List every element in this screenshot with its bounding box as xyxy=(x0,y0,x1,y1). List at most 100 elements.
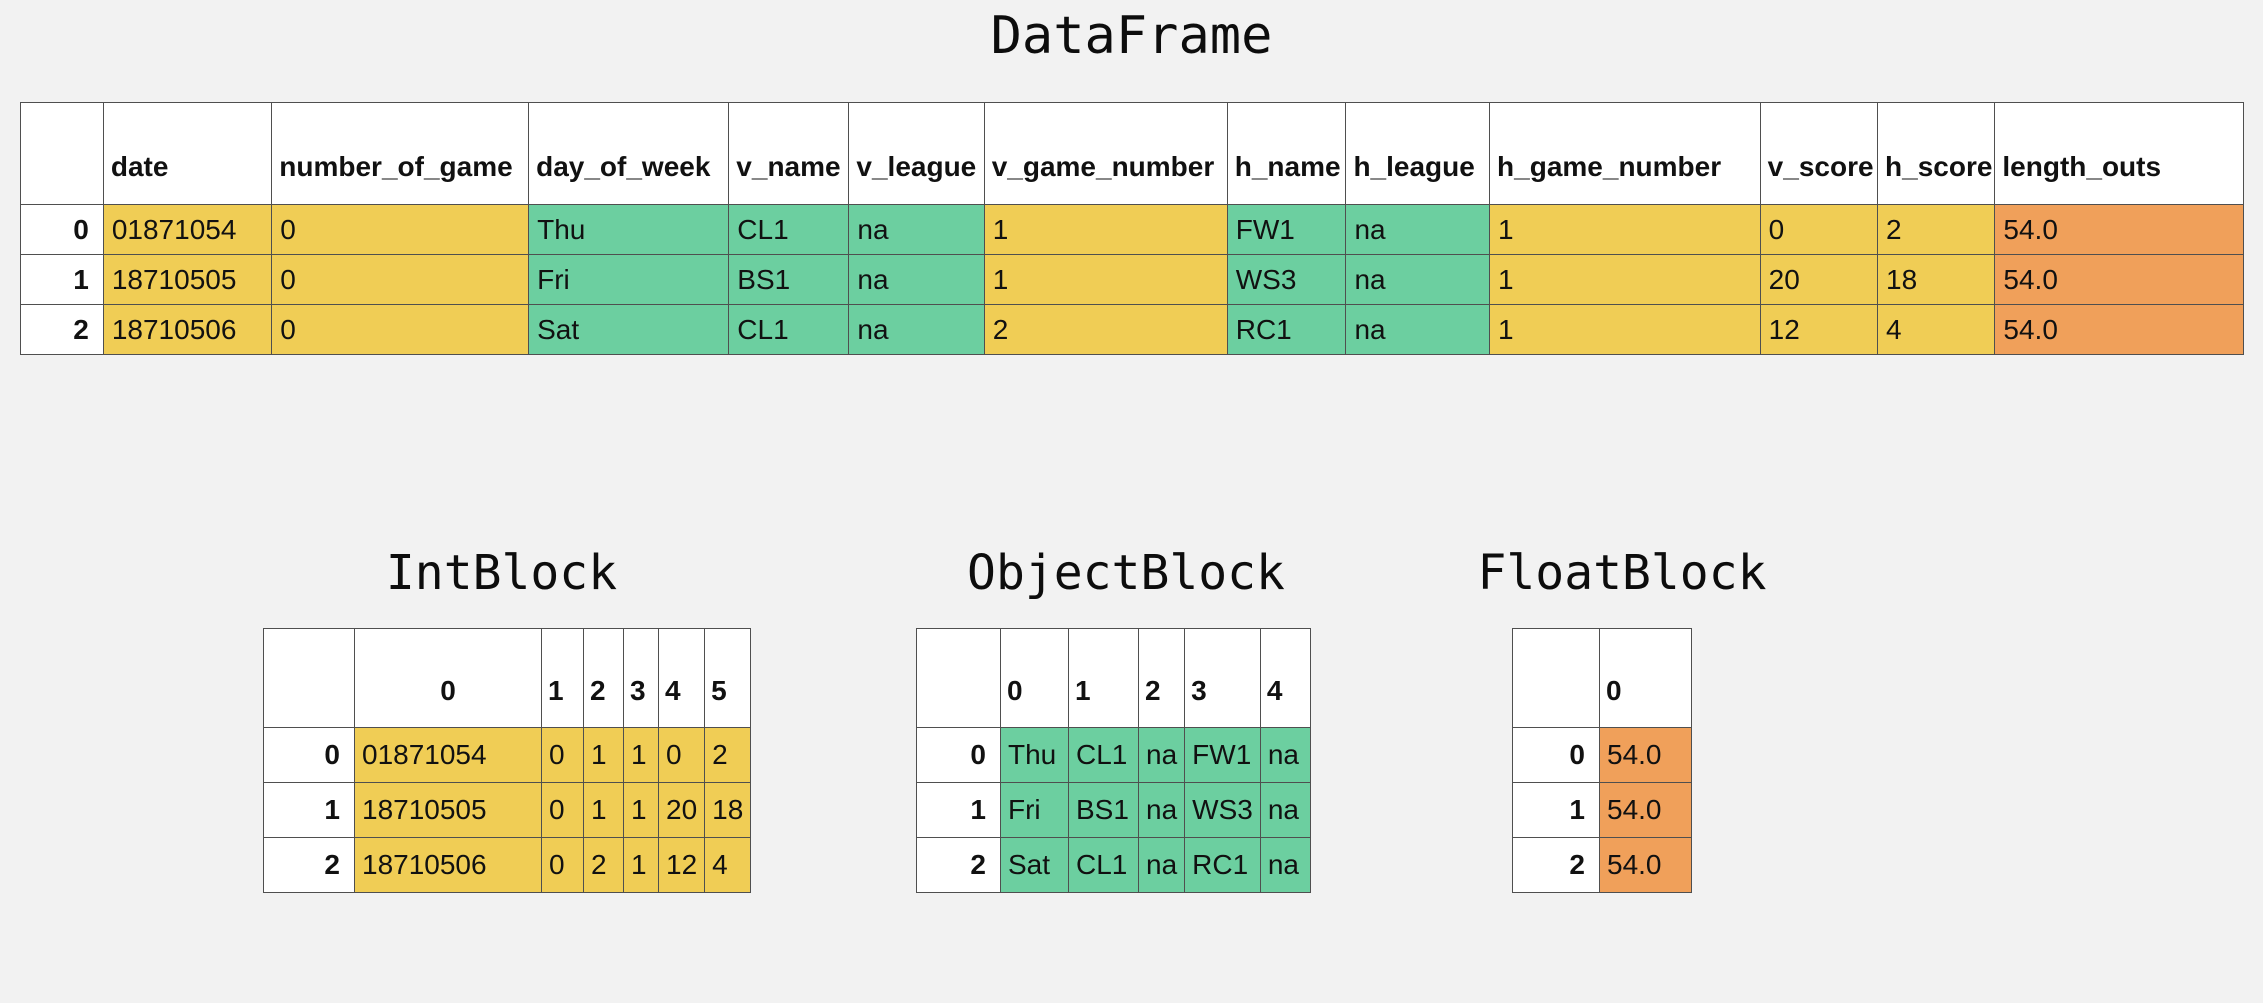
dataframe-column-header-v-game-number: v_game_number xyxy=(983,102,1228,205)
int-block-cell-r1-c3: 1 xyxy=(623,782,659,838)
float-block-cell-r1-c0: 54.0 xyxy=(1599,782,1692,838)
float-block-header-row: 0 xyxy=(1512,628,1692,728)
table-row: 2 Sat CL1 na RC1 na xyxy=(916,837,1311,893)
dataframe-cell-r0-h-league: na xyxy=(1345,204,1491,255)
int-block-table: 0 1 2 3 4 5 0 01871054 0 1 1 0 2 1 18710… xyxy=(263,628,752,893)
dataframe-row-index: 1 xyxy=(20,254,104,305)
dataframe-cell-r2-v-game-number: 2 xyxy=(983,304,1228,355)
object-block-column-header-3: 3 xyxy=(1184,628,1261,728)
float-block-column-header-0: 0 xyxy=(1599,628,1692,728)
int-block-cell-r1-c1: 0 xyxy=(541,782,584,838)
int-block-column-header-5: 5 xyxy=(704,628,752,728)
float-block-row-index: 1 xyxy=(1512,782,1600,838)
int-block-cell-r2-c4: 12 xyxy=(657,837,706,893)
float-block-title: FloatBlock xyxy=(1477,545,1767,601)
int-block-column-header-3: 3 xyxy=(623,628,659,728)
int-block-row-index: 2 xyxy=(263,837,355,893)
dataframe-cell-r2-v-score: 12 xyxy=(1759,304,1879,355)
int-block-title: IntBlock xyxy=(385,545,618,601)
int-block-cell-r0-c0: 01871054 xyxy=(354,727,542,783)
dataframe-cell-r2-length-outs: 54.0 xyxy=(1994,304,2244,355)
table-row: 1 Fri BS1 na WS3 na xyxy=(916,782,1311,838)
dataframe-column-header-h-name: h_name xyxy=(1226,102,1347,205)
dataframe-row-index: 0 xyxy=(20,204,104,255)
float-block-row-index: 2 xyxy=(1512,837,1600,893)
table-row: 1 18710505 0 Fri BS1 na 1 WS3 na 1 20 18… xyxy=(20,254,2244,305)
int-block-cell-r2-c2: 2 xyxy=(583,837,624,893)
object-block-cell-r0-c0: Thu xyxy=(1000,727,1069,783)
object-block-cell-r1-c2: na xyxy=(1137,782,1186,838)
dataframe-cell-r1-h-game-number: 1 xyxy=(1489,254,1761,305)
dataframe-header-row: date number_of_game day_of_week v_name v… xyxy=(20,102,2244,205)
object-block-cell-r2-c2: na xyxy=(1137,837,1186,893)
dataframe-cell-r2-v-league: na xyxy=(848,304,985,355)
dataframe-column-header-day-of-week: day_of_week xyxy=(528,102,730,205)
object-block-cell-r0-c1: CL1 xyxy=(1068,727,1139,783)
dataframe-cell-r1-h-name: WS3 xyxy=(1226,254,1347,305)
float-block-cell-r0-c0: 54.0 xyxy=(1599,727,1692,783)
int-block-row-index: 0 xyxy=(263,727,355,783)
dataframe-column-header-v-score: v_score xyxy=(1759,102,1879,205)
float-block-row-index: 0 xyxy=(1512,727,1600,783)
table-row: 1 18710505 0 1 1 20 18 xyxy=(263,782,752,838)
int-block-column-header-1: 1 xyxy=(541,628,584,728)
object-block-header-row: 0 1 2 3 4 xyxy=(916,628,1311,728)
int-block-cell-r2-c3: 1 xyxy=(623,837,659,893)
dataframe-cell-r1-h-league: na xyxy=(1345,254,1491,305)
object-block-row-index: 0 xyxy=(916,727,1001,783)
dataframe-cell-r1-date: 18710505 xyxy=(102,254,273,305)
table-row: 0 54.0 xyxy=(1512,727,1692,783)
dataframe-cell-r2-h-game-number: 1 xyxy=(1489,304,1761,355)
dataframe-cell-r2-h-league: na xyxy=(1345,304,1491,355)
table-row: 0 01871054 0 Thu CL1 na 1 FW1 na 1 0 2 5… xyxy=(20,204,2244,255)
dataframe-cell-r0-h-game-number: 1 xyxy=(1489,204,1761,255)
dataframe-cell-r1-day-of-week: Fri xyxy=(528,254,730,305)
object-block-row-index: 2 xyxy=(916,837,1001,893)
object-block-cell-r1-c1: BS1 xyxy=(1068,782,1139,838)
int-block-column-header-2: 2 xyxy=(583,628,624,728)
dataframe-cell-r1-v-game-number: 1 xyxy=(983,254,1228,305)
dataframe-column-header-v-name: v_name xyxy=(728,102,850,205)
int-block-column-header-4: 4 xyxy=(657,628,706,728)
object-block-table: 0 1 2 3 4 0 Thu CL1 na FW1 na 1 Fri BS1 … xyxy=(916,628,1311,893)
table-row: 2 54.0 xyxy=(1512,837,1692,893)
int-block-cell-r0-c5: 2 xyxy=(704,727,752,783)
int-block-cell-r0-c2: 1 xyxy=(583,727,624,783)
dataframe-cell-r1-v-name: BS1 xyxy=(728,254,850,305)
int-block-cell-r1-c2: 1 xyxy=(583,782,624,838)
dataframe-cell-r0-length-outs: 54.0 xyxy=(1994,204,2244,255)
dataframe-cell-r0-date: 01871054 xyxy=(102,204,273,255)
dataframe-column-header-date: date xyxy=(102,102,273,205)
object-block-corner-cell xyxy=(916,628,1001,728)
object-block-row-index: 1 xyxy=(916,782,1001,838)
dataframe-cell-r0-v-name: CL1 xyxy=(728,204,850,255)
dataframe-column-header-length-outs: length_outs xyxy=(1994,102,2244,205)
object-block-column-header-0: 0 xyxy=(1000,628,1069,728)
dataframe-column-header-v-league: v_league xyxy=(848,102,985,205)
dataframe-cell-r2-number-of-game: 0 xyxy=(271,304,530,355)
dataframe-row-index: 2 xyxy=(20,304,104,355)
table-row: 0 Thu CL1 na FW1 na xyxy=(916,727,1311,783)
dataframe-cell-r1-v-league: na xyxy=(848,254,985,305)
dataframe-cell-r1-number-of-game: 0 xyxy=(271,254,530,305)
dataframe-cell-r2-h-name: RC1 xyxy=(1226,304,1347,355)
float-block-table: 0 0 54.0 1 54.0 2 54.0 xyxy=(1512,628,1692,893)
object-block-cell-r0-c3: FW1 xyxy=(1184,727,1261,783)
dataframe-cell-r0-number-of-game: 0 xyxy=(271,204,530,255)
object-block-cell-r2-c0: Sat xyxy=(1000,837,1069,893)
dataframe-column-header-number-of-game: number_of_game xyxy=(271,102,530,205)
dataframe-cell-r1-h-score: 18 xyxy=(1877,254,1996,305)
dataframe-cell-r0-h-score: 2 xyxy=(1877,204,1996,255)
object-block-cell-r2-c3: RC1 xyxy=(1184,837,1261,893)
dataframe-cell-r1-v-score: 20 xyxy=(1759,254,1879,305)
object-block-column-header-4: 4 xyxy=(1259,628,1311,728)
int-block-cell-r1-c4: 20 xyxy=(657,782,706,838)
dataframe-column-header-h-score: h_score xyxy=(1877,102,1996,205)
float-block-cell-r2-c0: 54.0 xyxy=(1599,837,1692,893)
dataframe-cell-r2-v-name: CL1 xyxy=(728,304,850,355)
int-block-header-row: 0 1 2 3 4 5 xyxy=(263,628,752,728)
table-row: 0 01871054 0 1 1 0 2 xyxy=(263,727,752,783)
object-block-cell-r1-c3: WS3 xyxy=(1184,782,1261,838)
object-block-column-header-1: 1 xyxy=(1068,628,1139,728)
dataframe-column-header-h-game-number: h_game_number xyxy=(1489,102,1761,205)
